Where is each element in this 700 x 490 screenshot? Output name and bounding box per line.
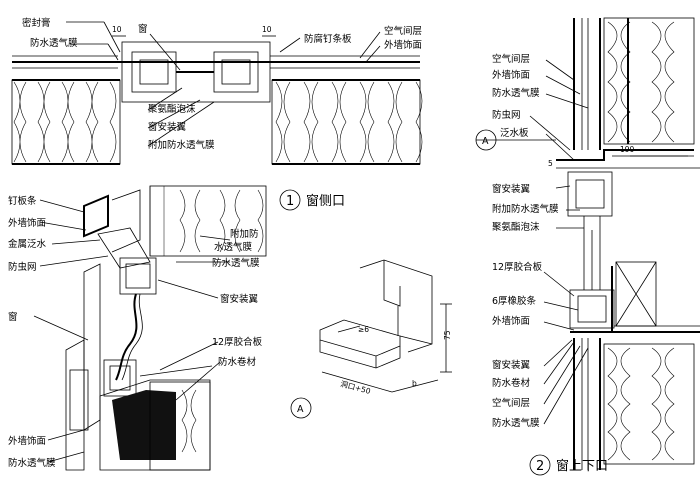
d2-label-install: 窗安装翼 (492, 183, 531, 195)
label-air-gap: 空气间层 (384, 25, 422, 37)
iso-label-window: 窗 (8, 311, 18, 323)
label-cladding: 外墙饰面 (384, 39, 422, 51)
detail-1-number: 1 (286, 194, 294, 209)
iso-label-ply12: 12厚胶合板 (212, 336, 263, 348)
dim-75: 75 (443, 330, 452, 340)
iso-label-membrane: 防水卷材 (218, 356, 257, 368)
d2-label-install2: 窗安装翼 (492, 359, 531, 371)
d2-label-wrap: 防水透气膜 (492, 87, 540, 99)
iso-label-extra-wrap-2: 水透气膜 (214, 241, 253, 253)
iso-label-metal-flash: 金属泛水 (8, 238, 47, 250)
d2-label-flashing: 泛水板 (500, 127, 529, 139)
label-install: 窗安装翼 (148, 121, 187, 133)
dim-6: ≥6 (358, 325, 369, 334)
dim-left-10: 10 (112, 25, 122, 34)
d2-label-air-gap: 空气间层 (492, 53, 530, 65)
detail-1-plan (11, 21, 423, 211)
d2-label-cladding2: 外墙饰面 (492, 315, 530, 327)
d2-label-air-gap2: 空气间层 (492, 397, 530, 409)
detail-a-marker: A (297, 404, 304, 415)
iso-label-wrap: 防水透气膜 (212, 257, 260, 269)
label-sealant: 密封膏 (22, 17, 51, 29)
label-wrap-top: 防水透气膜 (30, 37, 78, 49)
iso-label-cladding: 外墙饰面 (8, 217, 46, 229)
label-foam: 聚氨酯泡沫 (148, 103, 196, 115)
label-window: 窗 (138, 23, 148, 35)
iso-label-wrap-b: 防水透气膜 (8, 457, 56, 469)
label-nail-strip: 防腐钉条板 (304, 33, 352, 45)
dim-b: b (412, 379, 417, 388)
d2-label-cladding: 外墙饰面 (492, 69, 530, 81)
label-extra-wrap: 附加防水透气膜 (148, 139, 215, 151)
d2-dim-190: 190 (620, 145, 635, 154)
iso-label-cladding-b: 外墙饰面 (8, 435, 46, 447)
detail-2-number: 2 (536, 459, 544, 474)
d2-ref-a: A (482, 136, 489, 147)
iso-view (33, 185, 267, 471)
d2-label-foam: 聚氨酯泡沫 (492, 221, 540, 233)
detail-a-flashing (290, 259, 452, 419)
detail-2-title: 窗上下口 (556, 458, 608, 474)
d2-label-extra-wrap: 附加防水透气膜 (492, 203, 559, 215)
d2-label-membrane: 防水卷材 (492, 377, 531, 389)
iso-label-insect: 防虫网 (8, 261, 37, 273)
d2-label-ply12: 12厚胶合板 (492, 261, 543, 273)
d2-label-wrap2: 防水透气膜 (492, 417, 540, 429)
detail-2-section (475, 17, 700, 476)
d2-label-insect: 防虫网 (492, 109, 521, 121)
detail-1-title: 窗侧口 (306, 193, 345, 209)
dim-right-10: 10 (262, 25, 272, 34)
iso-label-nail-strip: 钉板条 (8, 195, 37, 207)
iso-label-extra-wrap-1: 附加防 (230, 228, 259, 240)
d2-label-rubber6: 6厚橡胶条 (492, 295, 537, 307)
d2-dim-5: 5 (548, 159, 553, 168)
iso-label-install: 窗安装翼 (220, 293, 259, 305)
